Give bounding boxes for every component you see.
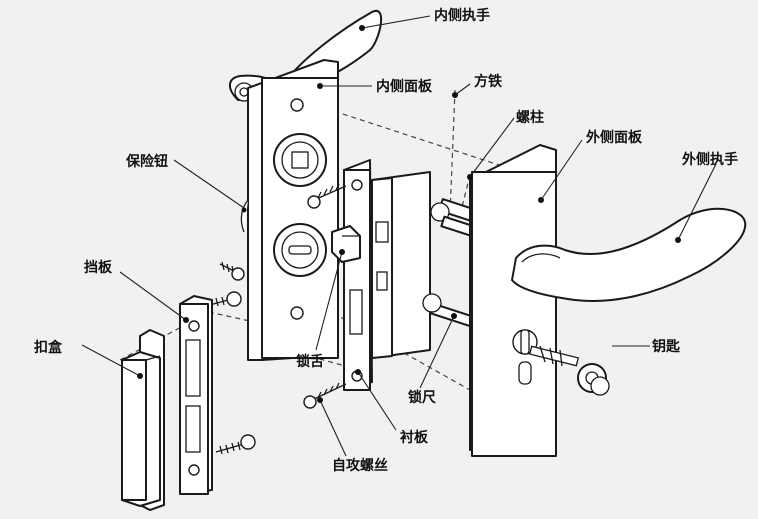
label-stop-plate: 挡板 [84, 259, 113, 276]
label-inner-handle: 内侧执手 [434, 7, 490, 24]
label-outer-panel: 外侧面板 [586, 129, 643, 146]
screw-3 [205, 291, 242, 309]
strike-box [121, 329, 165, 511]
outer-handle [511, 207, 747, 302]
label-strike-box: 扣盒 [34, 339, 63, 356]
label-tapping-screw: 自攻螺丝 [332, 457, 388, 474]
label-outer-handle: 外侧执手 [682, 151, 738, 168]
label-latch-tongue: 锁舌 [296, 353, 324, 370]
screw-4 [303, 382, 347, 409]
key [528, 345, 610, 396]
label-key: 钥匙 [652, 338, 681, 355]
safety-button-stem [240, 199, 249, 233]
backing-plate [343, 159, 373, 391]
stop-plate [179, 295, 213, 495]
label-inner-panel: 内侧面板 [376, 78, 433, 95]
screw-5 [215, 434, 256, 455]
screw-2 [219, 261, 245, 281]
inner-panel [247, 59, 339, 361]
label-safety-button: 保险钮 [125, 153, 168, 170]
outer-panel [469, 144, 557, 457]
latch-tongue [331, 225, 361, 263]
lock-body [371, 171, 431, 359]
screw-1 [307, 183, 347, 209]
label-backing-plate: 衬板 [400, 429, 429, 446]
leaders [81, 15, 717, 457]
label-square-iron: 方铁 [474, 73, 502, 90]
label-screw-post: 螺柱 [516, 109, 544, 126]
label-lock-cylinder: 锁尺 [408, 389, 436, 406]
